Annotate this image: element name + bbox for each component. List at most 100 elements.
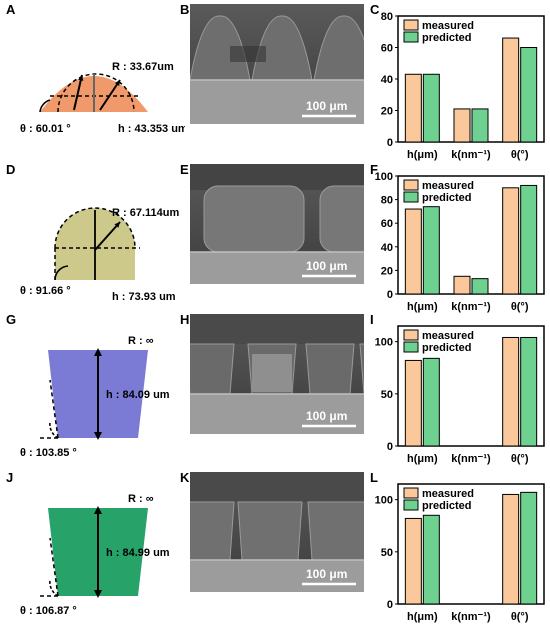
theta-label: θ : 103.85 ° [20, 447, 77, 459]
x-tick-label: θ(°) [511, 149, 529, 161]
y-tick-label: 60 [381, 218, 393, 230]
x-tick-label: θ(°) [511, 611, 529, 623]
bar-measured [404, 517, 422, 605]
arrow-head [114, 222, 120, 228]
y-tick-label: 60 [381, 43, 393, 55]
y-tick-label: 40 [381, 74, 393, 86]
panel-label: D [6, 162, 16, 177]
panel-label: G [6, 312, 17, 327]
bar-predicted [520, 491, 538, 605]
y-tick-label: 100 [375, 171, 393, 183]
arrow-head [114, 80, 120, 86]
shape-schematic: R : ∞ h : 84.09 um θ : 103.85 ° [20, 310, 170, 459]
legend-swatch [403, 499, 419, 511]
panel-label: L [370, 470, 378, 485]
panel-label: H [180, 312, 190, 327]
y-tick-label: 20 [381, 106, 393, 118]
legend-swatch [403, 179, 419, 191]
y-tick-label: 80 [381, 195, 393, 207]
theta-label: θ : 91.66 ° [20, 285, 71, 297]
theta-label: θ : 60.01 ° [20, 123, 71, 135]
arrow [94, 221, 121, 251]
legend-label: predicted [422, 32, 472, 44]
microstructure [237, 501, 303, 561]
plot-frame [397, 325, 545, 447]
microstructure [307, 501, 364, 561]
bar-predicted [520, 184, 538, 295]
microstructure [359, 343, 364, 395]
substrate [190, 394, 364, 434]
panel-label: C [370, 2, 380, 17]
bar-measured [404, 359, 422, 447]
legend-label: measured [422, 20, 474, 32]
height-label: h : 84.99 um [106, 547, 170, 559]
y-tick-label: 100 [375, 495, 393, 507]
legend-label: measured [422, 180, 474, 192]
scale-bar-label: 100 μm [306, 567, 347, 581]
radius-label: R : ∞ [128, 493, 154, 505]
panel-label: I [370, 312, 374, 327]
bar-measured [502, 187, 520, 295]
scale-bar-label: 100 μm [306, 99, 347, 113]
panel-label: E [180, 162, 189, 177]
height-label: h : 84.09 um [106, 389, 170, 401]
sem-image: 100 μm [190, 472, 364, 592]
bar-measured [502, 493, 520, 605]
sem-image: 100 μm [190, 4, 364, 124]
y-tick-label: 0 [387, 289, 393, 301]
legend-label: predicted [422, 500, 472, 512]
scale-bar-label: 100 μm [306, 259, 347, 273]
x-tick-label: h(μm) [407, 301, 438, 313]
arrow [73, 74, 83, 111]
bar-measured [453, 275, 471, 295]
legend-swatch [403, 31, 419, 43]
panel-label: F [370, 162, 378, 177]
theta-label: θ : 106.87 ° [20, 605, 77, 617]
panel-label: K [180, 470, 190, 485]
x-tick-label: k(nm⁻¹) [451, 453, 491, 465]
bar-measured [404, 208, 422, 295]
bar-predicted [422, 357, 440, 447]
panel-label: A [6, 2, 16, 17]
legend-swatch [403, 329, 419, 341]
substrate [190, 252, 364, 284]
bar-predicted [520, 336, 538, 447]
y-tick-label: 0 [387, 441, 393, 453]
scale-bar-label: 100 μm [306, 409, 347, 423]
radius-label: R : ∞ [128, 335, 154, 347]
y-tick-label: 80 [381, 11, 393, 23]
y-tick-label: 100 [375, 337, 393, 349]
legend-label: measured [422, 488, 474, 500]
bar-measured [404, 73, 422, 143]
legend-swatch [403, 341, 419, 353]
sem-image: 100 μm [190, 164, 364, 284]
microstructure [190, 343, 235, 395]
bar-predicted [422, 514, 440, 605]
radius-label: R : 67.114um [112, 207, 179, 219]
microstructure [203, 185, 305, 253]
x-tick-label: h(μm) [407, 149, 438, 161]
bar-measured [453, 108, 471, 143]
microstructure [190, 501, 235, 561]
microstructure [319, 185, 364, 253]
plot-frame [397, 483, 545, 605]
bar-predicted [422, 73, 440, 143]
panel-label: J [6, 470, 14, 485]
x-tick-label: θ(°) [511, 453, 529, 465]
bar-measured [502, 336, 520, 447]
x-tick-label: k(nm⁻¹) [451, 149, 491, 161]
x-tick-label: h(μm) [407, 611, 438, 623]
radius-label: R : 33.67um [112, 61, 174, 73]
microstructure [251, 15, 313, 81]
bar-predicted [422, 206, 440, 295]
